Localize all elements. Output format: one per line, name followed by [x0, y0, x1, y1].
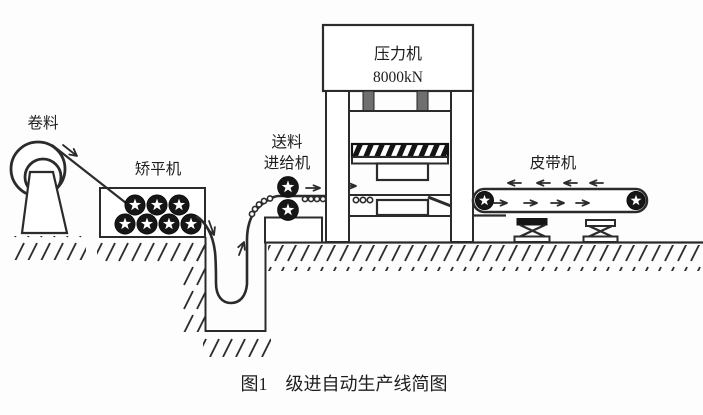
belt-pulley-icon	[474, 190, 495, 211]
press-label: 压力机	[374, 45, 422, 63]
belt-label: 皮带机	[530, 154, 577, 172]
coil-stand	[20, 170, 69, 235]
lower-die	[375, 198, 430, 217]
figure-caption: 图1 级进自动生产线简图	[241, 374, 448, 394]
press-guide-rod	[416, 90, 429, 112]
feeder-roller-icon	[276, 198, 300, 222]
press-right-column	[450, 90, 474, 243]
strip-hole	[359, 196, 367, 204]
press-ram-hatched-plate	[350, 142, 450, 159]
scissor-stand-b	[582, 219, 619, 243]
stand-base-plate	[582, 235, 619, 243]
upper-die-punch	[375, 162, 430, 182]
scissor-stand-a	[513, 218, 551, 243]
ground-hatch-under-leveler	[97, 240, 207, 262]
belt-pulley-icon	[626, 190, 646, 211]
coil-label: 卷料	[27, 114, 58, 132]
strip-down-arrow	[207, 220, 216, 236]
belt-inner-arrow-right	[493, 199, 508, 207]
strip-direction-arrow-coil	[62, 144, 78, 157]
strip-hole	[366, 196, 374, 204]
strip-hole	[301, 195, 309, 203]
labels: 卷料 矫平机 送料 进给机 压力机 8000kN 皮带机 图1 级进自动生产线简…	[27, 45, 576, 394]
part-chute	[427, 195, 452, 208]
feeder-machine	[264, 175, 323, 244]
feeder-label-line2: 进给机	[264, 154, 311, 172]
pit-bottom-hatch	[203, 334, 271, 357]
stand-cross-legs	[588, 224, 613, 238]
stand-cross-legs	[519, 224, 546, 238]
feeder-label-line1: 送料	[271, 133, 302, 151]
belt-inner-arrow-right	[550, 199, 565, 207]
leveler-roller-icon	[146, 194, 168, 216]
strip-hole	[260, 197, 268, 205]
leveler-roller-icon	[136, 213, 158, 235]
belt-conveyor	[471, 179, 649, 217]
feeder-roller-icon	[276, 175, 300, 199]
coil-material	[9, 140, 127, 235]
feeder-stand	[264, 216, 323, 244]
ground-hatch-under-coil	[14, 236, 86, 260]
strip-hole	[313, 195, 321, 203]
pit-left-wall-hatch	[183, 246, 206, 332]
strip-hole	[307, 195, 315, 203]
stand-base-plate	[513, 235, 551, 243]
belt-top-arrow-left	[589, 179, 604, 187]
belt-top-arrow-left	[563, 179, 578, 187]
pit-outline	[204, 217, 267, 332]
belt-inner-arrow-right	[575, 199, 590, 207]
press-crown	[321, 23, 475, 93]
leveler-label: 矫平机	[135, 160, 182, 178]
press-left-column	[325, 90, 350, 243]
press-machine	[321, 23, 475, 243]
strip-hole	[248, 210, 256, 218]
strip-up-arrow	[237, 241, 246, 256]
leveler-roller-icon	[114, 213, 136, 235]
leveler-roller-icon	[124, 194, 146, 216]
stand-top-plate-dark	[516, 218, 548, 226]
strip-hole	[251, 205, 259, 213]
ground-hatch-main	[268, 245, 703, 271]
leveler-roller-icon	[168, 194, 190, 216]
belt-top-arrow-left	[507, 179, 522, 187]
strip-hole	[319, 195, 327, 203]
belt-top-arrow-left	[536, 179, 551, 187]
press-capacity-label: 8000kN	[373, 69, 423, 86]
strip-hole	[266, 195, 274, 202]
press-guide-rod	[362, 90, 375, 112]
leveler-roller-icon	[158, 213, 180, 235]
stand-top-plate	[585, 219, 616, 227]
belt-inner-arrow-right	[523, 199, 538, 207]
strip-feed-arrow	[305, 184, 321, 192]
strip-from-coil	[51, 144, 127, 204]
strip-hole	[352, 196, 360, 204]
strip-hole	[255, 201, 263, 208]
